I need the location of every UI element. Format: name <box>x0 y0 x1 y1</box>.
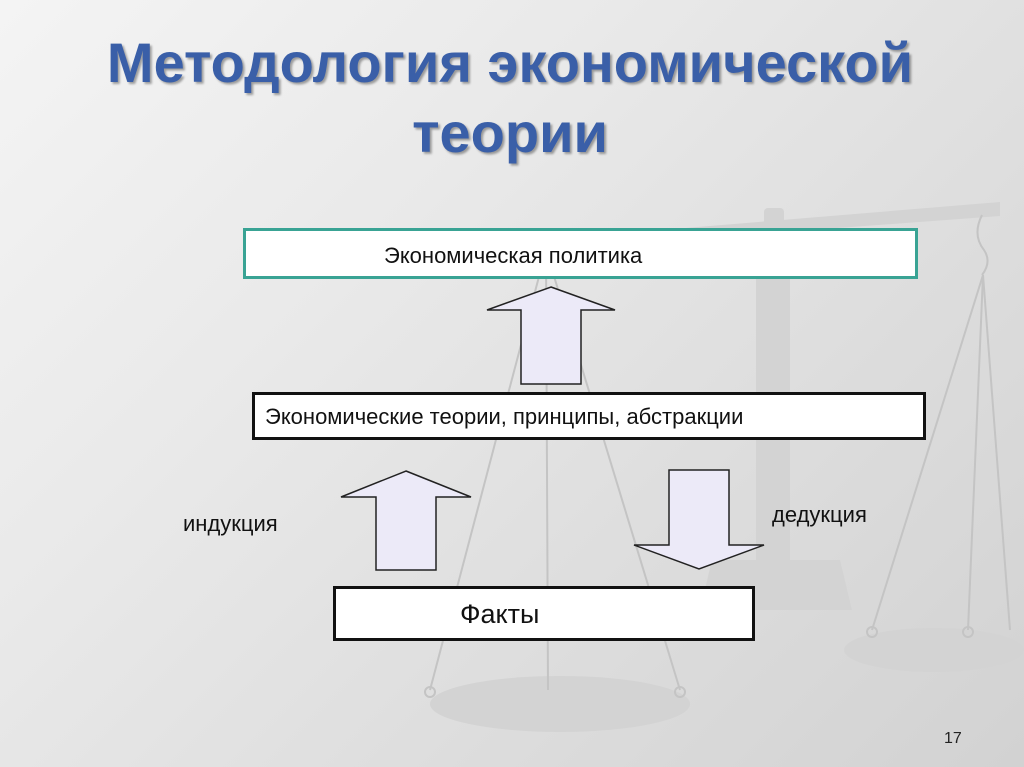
economic-policy-box: Экономическая политика <box>243 228 918 279</box>
economic-theories-box: Экономические теории, принципы, абстракц… <box>252 392 926 440</box>
slide-title: Методология экономической теории <box>106 31 914 164</box>
deduction-label: дедукция <box>772 502 867 527</box>
page-number: 17 <box>944 730 962 747</box>
induction-label: индукция <box>183 511 278 536</box>
economic-theories-label: Экономические теории, принципы, абстракц… <box>265 404 744 429</box>
economic-policy-label: Экономическая политика <box>384 243 643 268</box>
facts-box: Факты <box>333 586 755 641</box>
induction-arrow-up-icon <box>340 470 472 571</box>
arrow-up-to-policy-icon <box>486 286 616 385</box>
deduction-arrow-down-icon <box>633 469 765 570</box>
facts-label: Факты <box>460 599 540 629</box>
